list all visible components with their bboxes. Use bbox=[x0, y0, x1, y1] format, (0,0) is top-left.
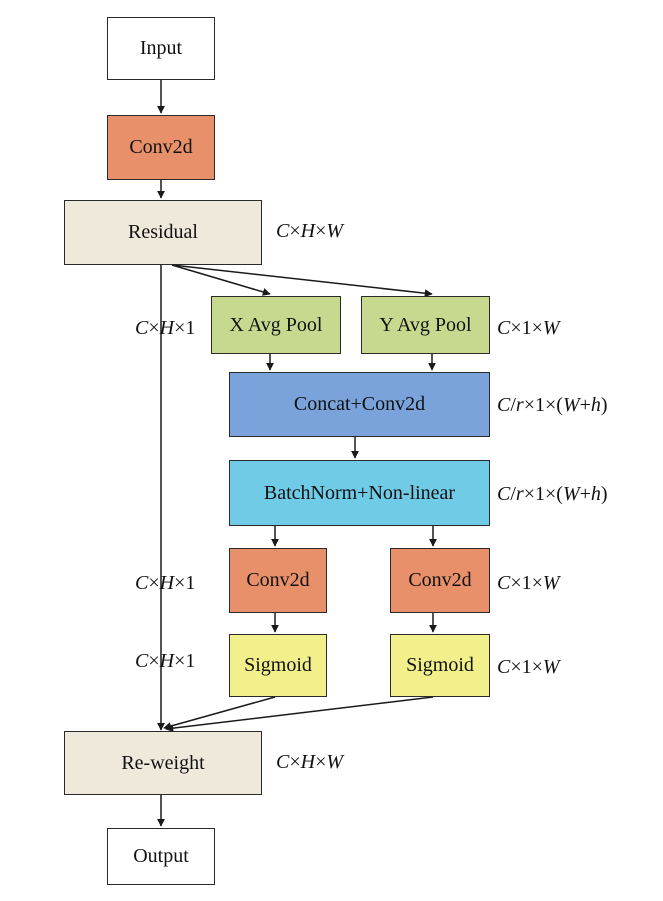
reweight-node: Re-weight bbox=[64, 731, 262, 795]
sigmoid-left-dim-label: C×H×1 bbox=[135, 650, 196, 672]
arrow-residual-to-xpool bbox=[171, 264, 271, 296]
branch-x-dim-label: C×H×1 bbox=[135, 317, 196, 339]
concat-dim-label: C/r×1×(W+h) bbox=[497, 394, 608, 416]
concat-conv2d-node: Concat+Conv2d bbox=[229, 372, 490, 437]
conv-left-dim-label: C×H×1 bbox=[135, 572, 196, 594]
reweight-dim-label: C×H×W bbox=[276, 751, 344, 773]
arrow-residual-to-ypool bbox=[171, 264, 433, 298]
branch-y-dim-label: C×1×W bbox=[497, 317, 560, 339]
residual-dim-label: C×H×W bbox=[276, 220, 344, 242]
batchnorm-dim-label: C/r×1×(W+h) bbox=[497, 483, 608, 505]
arrow-sigmoid-right-to-reweight bbox=[165, 696, 434, 733]
sigmoid-right-node: Sigmoid bbox=[390, 634, 490, 697]
batchnorm-nonlinear-node: BatchNorm+Non-linear bbox=[229, 460, 490, 526]
sigmoid-left-node: Sigmoid bbox=[229, 634, 327, 697]
y-avg-pool-node: Y Avg Pool bbox=[361, 296, 490, 354]
sigmoid-right-dim-label: C×1×W bbox=[497, 656, 560, 678]
arrow-sigmoid-left-to-reweight bbox=[163, 696, 276, 730]
x-avg-pool-node: X Avg Pool bbox=[211, 296, 341, 354]
conv2d-node: Conv2d bbox=[107, 115, 215, 180]
conv-right-dim-label: C×1×W bbox=[497, 572, 560, 594]
conv2d-left-node: Conv2d bbox=[229, 548, 327, 613]
output-node: Output bbox=[107, 828, 215, 885]
residual-node: Residual bbox=[64, 200, 262, 265]
input-node: Input bbox=[107, 17, 215, 80]
conv2d-right-node: Conv2d bbox=[390, 548, 490, 613]
